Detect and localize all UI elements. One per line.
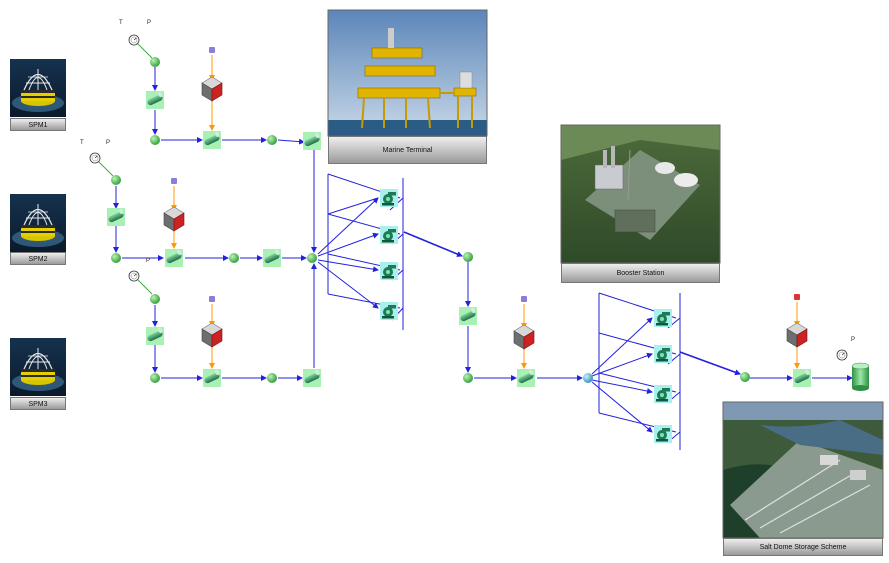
node-spm2-outlet[interactable] [229, 253, 239, 263]
pump-1b[interactable] [380, 226, 398, 244]
node-spm2-junction[interactable] [111, 253, 121, 263]
node-spm1-outlet[interactable] [267, 135, 277, 145]
booster-station-label: Booster Station [561, 263, 720, 283]
flow-lines [113, 67, 853, 450]
node-storage-inlet[interactable] [740, 372, 750, 382]
tag-p-spm2: P [106, 140, 111, 146]
spm3-label: SPM3 [10, 397, 66, 410]
node-booster-inlet[interactable] [463, 373, 473, 383]
node-main-header[interactable] [307, 253, 317, 263]
pipe-booster-feed[interactable] [459, 306, 477, 325]
energy-sources [171, 47, 800, 302]
node-spm1-junction[interactable] [150, 135, 160, 145]
pump-1d[interactable] [380, 302, 398, 320]
tag-p-spm1: P [147, 20, 152, 26]
pipe-spm1-c[interactable] [303, 131, 321, 150]
energy-source-storage[interactable] [794, 294, 800, 300]
heater-spm3[interactable] [201, 322, 223, 348]
pump-1a[interactable] [380, 189, 398, 207]
spm1-label: SPM1 [10, 118, 66, 131]
energy-source-booster[interactable] [521, 296, 527, 302]
energy-source-spm1[interactable] [209, 47, 215, 53]
spm1-photo [9, 58, 67, 118]
pipe-spm2-b[interactable] [165, 248, 183, 267]
gauge-storage[interactable] [836, 349, 848, 361]
tag-p-storage: P [851, 337, 856, 343]
node-discharge[interactable] [463, 252, 473, 262]
heater-spm2[interactable] [163, 206, 185, 232]
pipe-spm3-b[interactable] [203, 368, 221, 387]
pump-2a[interactable] [654, 309, 672, 327]
heater-storage[interactable] [786, 322, 808, 348]
spm3-photo [9, 337, 67, 397]
marine-terminal-photo [327, 9, 488, 137]
heater-spm1[interactable] [201, 76, 223, 102]
heater-booster[interactable] [513, 324, 535, 350]
node-spm1-source[interactable] [150, 57, 160, 67]
booster-station-photo [560, 124, 721, 264]
pipe-spm3-a[interactable] [146, 326, 164, 345]
pipe-spm3-c[interactable] [303, 368, 321, 387]
marine-terminal-label: Marine Terminal [328, 136, 487, 164]
pump-2b[interactable] [654, 345, 672, 363]
tag-t-spm2: T [80, 140, 84, 146]
node-spm2-source[interactable] [111, 175, 121, 185]
tag-p-spm3: P [146, 258, 151, 264]
energy-lines [171, 55, 800, 369]
gauge-spm2[interactable] [89, 152, 101, 164]
pipe-spm2-a[interactable] [107, 207, 125, 226]
pipe-spm1-b[interactable] [203, 130, 221, 149]
energy-source-spm2[interactable] [171, 178, 177, 184]
pipe-spm2-c[interactable] [263, 248, 281, 267]
salt-dome-storage-photo [722, 401, 884, 539]
pump-1c[interactable] [380, 262, 398, 280]
pump-2d[interactable] [654, 425, 672, 443]
junction-nodes [111, 57, 750, 383]
pump-2c[interactable] [654, 385, 672, 403]
spm2-label: SPM2 [10, 252, 66, 265]
gauge-spm3[interactable] [128, 270, 140, 282]
tag-t-spm1: T [119, 20, 123, 26]
pipe-booster-b[interactable] [517, 368, 535, 387]
node-spm3-outlet[interactable] [267, 373, 277, 383]
node-spm3-source[interactable] [150, 294, 160, 304]
pipe-spm1-a[interactable] [146, 90, 164, 109]
signal-lines [98, 43, 153, 295]
node-booster-header[interactable] [583, 373, 593, 383]
salt-dome-label: Salt Dome Storage Scheme [723, 538, 883, 556]
storage-tank[interactable] [851, 362, 870, 391]
gauge-spm1[interactable] [128, 34, 140, 46]
spm2-photo [9, 193, 67, 253]
node-spm3-junction[interactable] [150, 373, 160, 383]
energy-source-spm3[interactable] [209, 296, 215, 302]
pipe-storage[interactable] [793, 368, 811, 387]
